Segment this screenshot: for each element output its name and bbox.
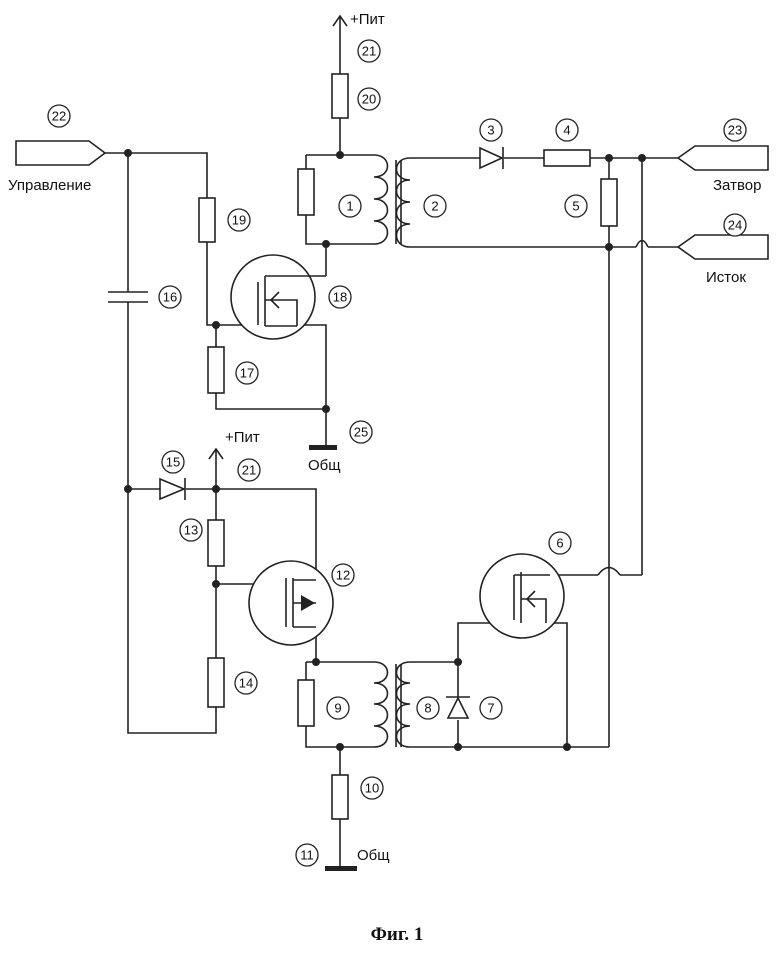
ref-24: 24 [724,214,746,236]
ref-25: 25 [350,421,372,443]
resistor-17 [208,347,224,393]
ref-20: 20 [358,88,380,110]
svg-text:19: 19 [232,213,246,228]
svg-text:15: 15 [166,455,180,470]
svg-text:11: 11 [300,848,314,863]
power-mid-label: +Пит [225,429,260,446]
svg-text:4: 4 [563,123,570,138]
svg-text:6: 6 [556,536,563,551]
svg-text:9: 9 [334,701,341,716]
ref-12: 12 [332,564,354,586]
svg-text:1: 1 [346,199,353,214]
gate-terminal [678,146,768,170]
ref-13: 13 [180,519,202,541]
ref-23: 23 [724,119,746,141]
svg-text:25: 25 [354,425,368,440]
control-label: Управление [8,177,91,194]
ref-6: 6 [549,532,571,554]
diode-3 [480,147,503,169]
wire-crossovers [598,241,648,576]
ref-9: 9 [327,697,349,719]
svg-text:7: 7 [487,701,494,716]
svg-text:13: 13 [184,523,198,538]
mosfet-18 [231,255,326,339]
svg-text:5: 5 [572,199,579,214]
source-label: Исток [706,269,746,286]
ref-18: 18 [329,286,351,308]
svg-text:3: 3 [487,123,494,138]
ground-top-label: Общ [308,457,341,474]
svg-text:21: 21 [242,463,256,478]
ref-19: 19 [228,209,250,231]
wires [105,16,678,866]
ref-15: 15 [162,451,184,473]
svg-text:17: 17 [240,366,254,381]
source-terminal [678,235,768,259]
svg-text:18: 18 [333,290,347,305]
resistor-14 [208,658,224,707]
ref-1: 1 [339,195,361,217]
svg-text:8: 8 [424,701,431,716]
resistor-10 [332,775,348,819]
ref-10: 10 [361,777,383,799]
diode-15 [160,478,185,500]
svg-text:24: 24 [728,218,742,233]
svg-text:14: 14 [239,676,253,691]
power-top-label: +Пит [350,11,385,28]
resistor-9 [298,680,314,726]
svg-text:23: 23 [728,123,742,138]
ref-14: 14 [235,672,257,694]
resistor-5 [601,179,617,226]
svg-text:21: 21 [362,44,376,59]
resistor-4 [544,150,590,166]
figure-caption: Фиг. 1 [371,924,424,945]
ref-11: 11 [296,844,318,866]
ref-8: 8 [417,697,439,719]
svg-text:10: 10 [365,781,379,796]
gate-label: Затвор [713,177,761,194]
diode-7 [446,690,470,718]
svg-text:20: 20 [362,92,376,107]
svg-text:2: 2 [431,199,438,214]
ref-5: 5 [565,195,587,217]
capacitor-16 [108,292,148,302]
mosfet-6 [480,554,564,638]
svg-text:12: 12 [336,568,350,583]
ref-21-top: 21 [358,40,380,62]
ref-7: 7 [480,697,502,719]
mosfet-12 [249,561,333,645]
resistors [199,74,617,819]
ref-21-mid: 21 [238,459,260,481]
resistor-19 [199,198,215,242]
ref-3: 3 [480,119,502,141]
svg-text:16: 16 [163,290,177,305]
control-terminal [16,141,105,165]
transformer-top [374,155,410,247]
resistor-13 [208,520,224,566]
ref-4: 4 [556,119,578,141]
ref-17: 17 [236,362,258,384]
ref-16: 16 [159,286,181,308]
ground-bottom-label: Общ [357,847,390,864]
ref-22: 22 [48,105,70,127]
svg-text:22: 22 [52,109,66,124]
resistor-1 [298,169,314,215]
ref-2: 2 [424,195,446,217]
terminal-labels: Управление Затвор Исток +Пит +Пит Общ Об… [8,11,761,864]
transformer-bottom [374,662,410,747]
resistor-20 [332,74,348,118]
